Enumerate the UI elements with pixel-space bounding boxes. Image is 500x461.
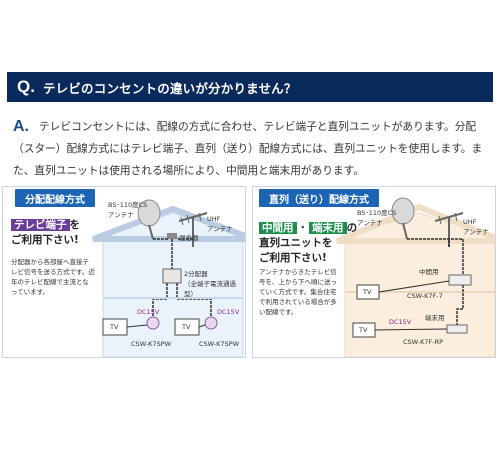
answer-text: テレビコンセントには、配線の方式に合わせ、テレビ端子と直列ユニットがあります。分… (13, 120, 483, 177)
distribution-tag: 分配配線方式 (15, 189, 95, 207)
question-bar: Q. テレビのコンセントの違いが分かりません？ (7, 72, 493, 102)
tv-label-2: TV (359, 326, 368, 334)
csw-end-label: CSW-K7F-RP (403, 338, 444, 346)
serial-diagram (335, 197, 495, 357)
answer-mark: A. (13, 118, 29, 135)
splitter-label: 2分配器（全端子電流通過型） (184, 270, 236, 298)
tv-label-1: TV (363, 288, 372, 296)
serial-wiring-panel: 直列（送り）配線方式 中間用 ･ 端末用の 直列ユニットを ご利用下さい! アン… (252, 186, 496, 358)
tv-terminal-highlight: テレビ端子 (11, 219, 70, 231)
mid-use-highlight: 中間用 (259, 222, 297, 234)
dc-label-2: DC15V (217, 308, 240, 316)
uhf-antenna-icon (178, 212, 208, 247)
csw-label-1: CSW-K7SPW (131, 340, 172, 348)
distribution-subtitle: テレビ端子を ご利用下さい! (11, 219, 80, 246)
mixer-label: 混合器 (179, 234, 199, 242)
csw-label-2: CSW-K7SPW (199, 340, 240, 348)
end-use-highlight: 端末用 (309, 222, 347, 234)
csw-mid-label: CSW-K7F-7 (407, 292, 443, 300)
dc-label-1: DC15V (137, 308, 160, 316)
answer-paragraph: A.テレビコンセントには、配線の方式に合わせ、テレビ端子と直列ユニットがあります… (13, 116, 491, 182)
serial-subtitle: 中間用 ･ 端末用の 直列ユニットを ご利用下さい! (259, 222, 358, 264)
serial-tag: 直列（送り）配線方式 (259, 189, 379, 207)
mid-use-label: 中間用 (419, 268, 439, 276)
question-text: テレビのコンセントの違いが分かりません？ (42, 80, 297, 96)
question-mark: Q. (17, 77, 35, 96)
distribution-wiring-panel: 分配配線方式 テレビ端子を ご利用下さい! 分配器から各部屋へ直接テレビ信号を送… (2, 186, 246, 358)
bs-dish-icon (137, 199, 161, 240)
dc-label: DC15V (389, 318, 412, 326)
tv-label-2: TV (182, 323, 191, 331)
serial-note: アンテナからきたテレビ信号を、上から下へ順に送っていく方式です。集合住宅で利用さ… (259, 268, 337, 316)
end-use-label: 端末用 (425, 314, 445, 322)
tv-label-1: TV (110, 323, 119, 331)
distribution-diagram (91, 199, 245, 357)
distribution-note: 分配器から各部屋へ直接テレビ信号を送る方式です。近年のテレビ配線で主流となってい… (11, 258, 95, 296)
bs-dish-icon (391, 197, 415, 240)
